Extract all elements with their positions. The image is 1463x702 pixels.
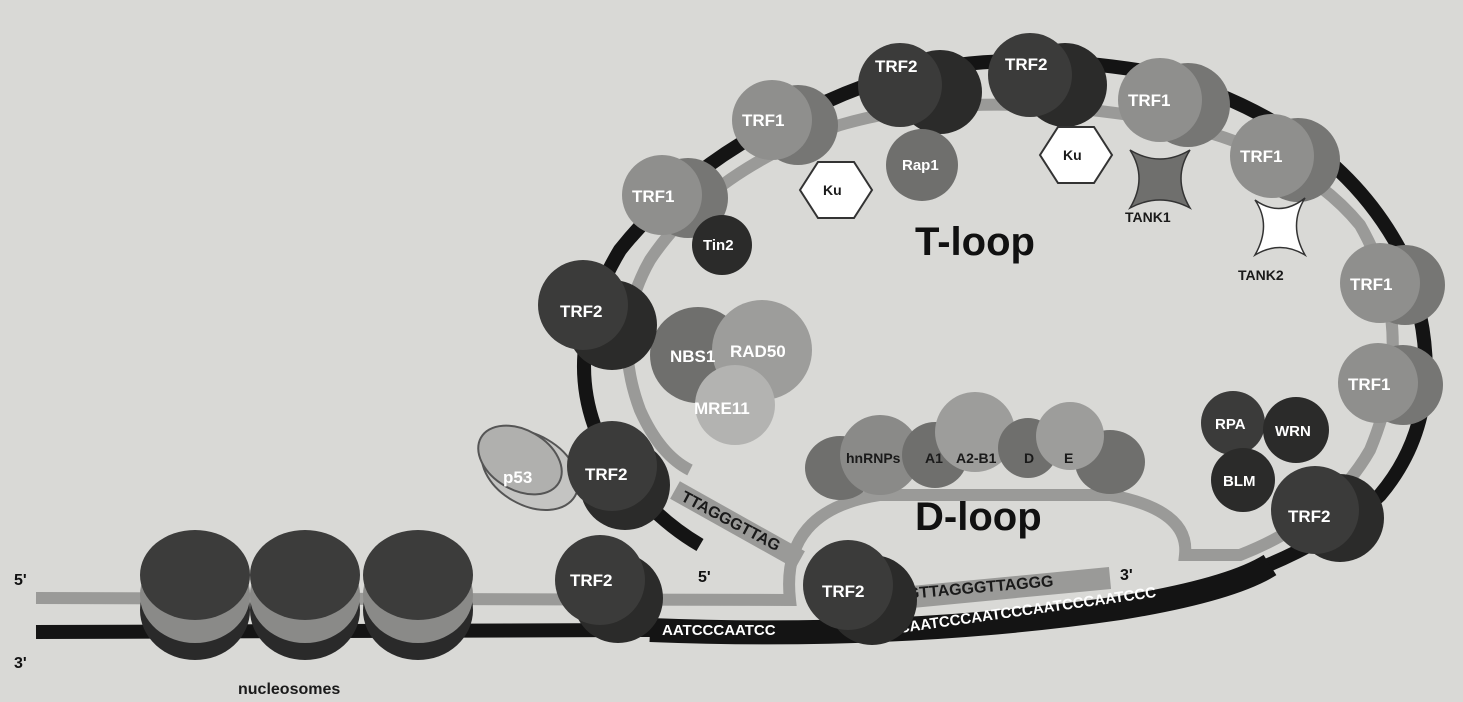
nucleosomes-label: nucleosomes xyxy=(238,681,340,697)
trf2-protein: TRF2 xyxy=(988,33,1107,127)
tank2-protein: TANK2 xyxy=(1238,197,1308,283)
rap1-protein: Rap1 xyxy=(886,129,958,201)
trf2-label: TRF2 xyxy=(1005,55,1048,74)
hnrnps-label: hnRNPs xyxy=(846,450,901,466)
nucleosome xyxy=(250,530,360,660)
trf2-label: TRF2 xyxy=(822,582,865,601)
trf2-label: TRF2 xyxy=(1288,507,1331,526)
trf1-protein: TRF1 xyxy=(732,80,838,165)
g-strand-overhang xyxy=(878,567,1112,611)
tank2-label: TANK2 xyxy=(1238,267,1284,283)
blm-protein: BLM xyxy=(1211,448,1275,512)
e-label: E xyxy=(1064,450,1073,466)
trf2-protein: TRF2 xyxy=(567,421,670,530)
trf1-protein: TRF1 xyxy=(1118,58,1230,147)
g-strand-top-band xyxy=(670,481,805,569)
trf1-label: TRF1 xyxy=(1240,147,1283,166)
a2b1-label: A2-B1 xyxy=(956,450,997,466)
d-label: D xyxy=(1024,450,1034,466)
trf2-protein: TRF2 xyxy=(803,540,917,645)
nucleosome xyxy=(363,530,473,660)
wrn-label: WRN xyxy=(1275,423,1311,440)
tin2-label: Tin2 xyxy=(703,237,734,254)
trf1-protein: TRF1 xyxy=(1230,114,1340,202)
trf2-label: TRF2 xyxy=(560,302,603,321)
mrn-complex: NBS1 RAD50 MRE11 xyxy=(650,300,812,445)
trf1-label: TRF1 xyxy=(1128,91,1171,110)
trf1-label: TRF1 xyxy=(1350,275,1393,294)
rap1-label: Rap1 xyxy=(902,157,939,174)
trf2-label: TRF2 xyxy=(570,571,613,590)
p53-label: p53 xyxy=(503,468,532,487)
tin2-protein: Tin2 xyxy=(692,215,752,275)
ku-label: Ku xyxy=(823,182,842,198)
wrn-protein: WRN xyxy=(1263,397,1329,463)
tank1-label: TANK1 xyxy=(1125,209,1171,225)
trf1-protein: TRF1 xyxy=(622,155,728,238)
t-loop-label: T-loop xyxy=(915,220,1035,264)
trf2-label: TRF2 xyxy=(585,465,628,484)
rad50-label: RAD50 xyxy=(730,342,786,361)
five-prime-left-label: 5' xyxy=(14,572,27,589)
rpa-protein: RPA xyxy=(1201,391,1265,455)
three-prime-overhang-label: 3' xyxy=(1120,567,1133,584)
d-loop-label: D-loop xyxy=(915,495,1042,539)
trf2-label: TRF2 xyxy=(875,57,918,76)
trf2-protein: TRF2 xyxy=(555,535,663,643)
trf1-label: TRF1 xyxy=(632,187,675,206)
trf1-label: TRF1 xyxy=(1348,375,1391,394)
trf2-protein: TRF2 xyxy=(1271,466,1384,562)
p53-protein: p53 xyxy=(477,424,580,511)
trf2-protein: TRF2 xyxy=(858,43,982,134)
tank1-protein: TANK1 xyxy=(1125,149,1193,225)
trf2-protein: TRF2 xyxy=(538,260,657,370)
mre11-label: MRE11 xyxy=(694,399,750,418)
trf1-protein: TRF1 xyxy=(1338,343,1443,425)
c-strand-left-sequence: AATCCCAATCC xyxy=(662,622,776,639)
trf1-protein: TRF1 xyxy=(1340,243,1445,325)
five-prime-strand-label: 5' xyxy=(698,569,711,586)
ku-protein: Ku xyxy=(798,161,874,219)
ku-label: Ku xyxy=(1063,147,1082,163)
a1-label: A1 xyxy=(925,450,943,466)
rpa-label: RPA xyxy=(1215,416,1246,433)
ku-protein: Ku xyxy=(1038,126,1114,184)
c-strand-white-band xyxy=(649,554,1277,645)
hnrnps-complex: hnRNPs A1 A2-B1 D E xyxy=(805,392,1145,500)
three-prime-left-label: 3' xyxy=(14,655,27,672)
nbs1-label: NBS1 xyxy=(670,347,715,366)
nucleosome-group xyxy=(140,530,473,660)
nucleosome xyxy=(140,530,250,660)
trf1-label: TRF1 xyxy=(742,111,785,130)
blm-label: BLM xyxy=(1223,473,1256,490)
